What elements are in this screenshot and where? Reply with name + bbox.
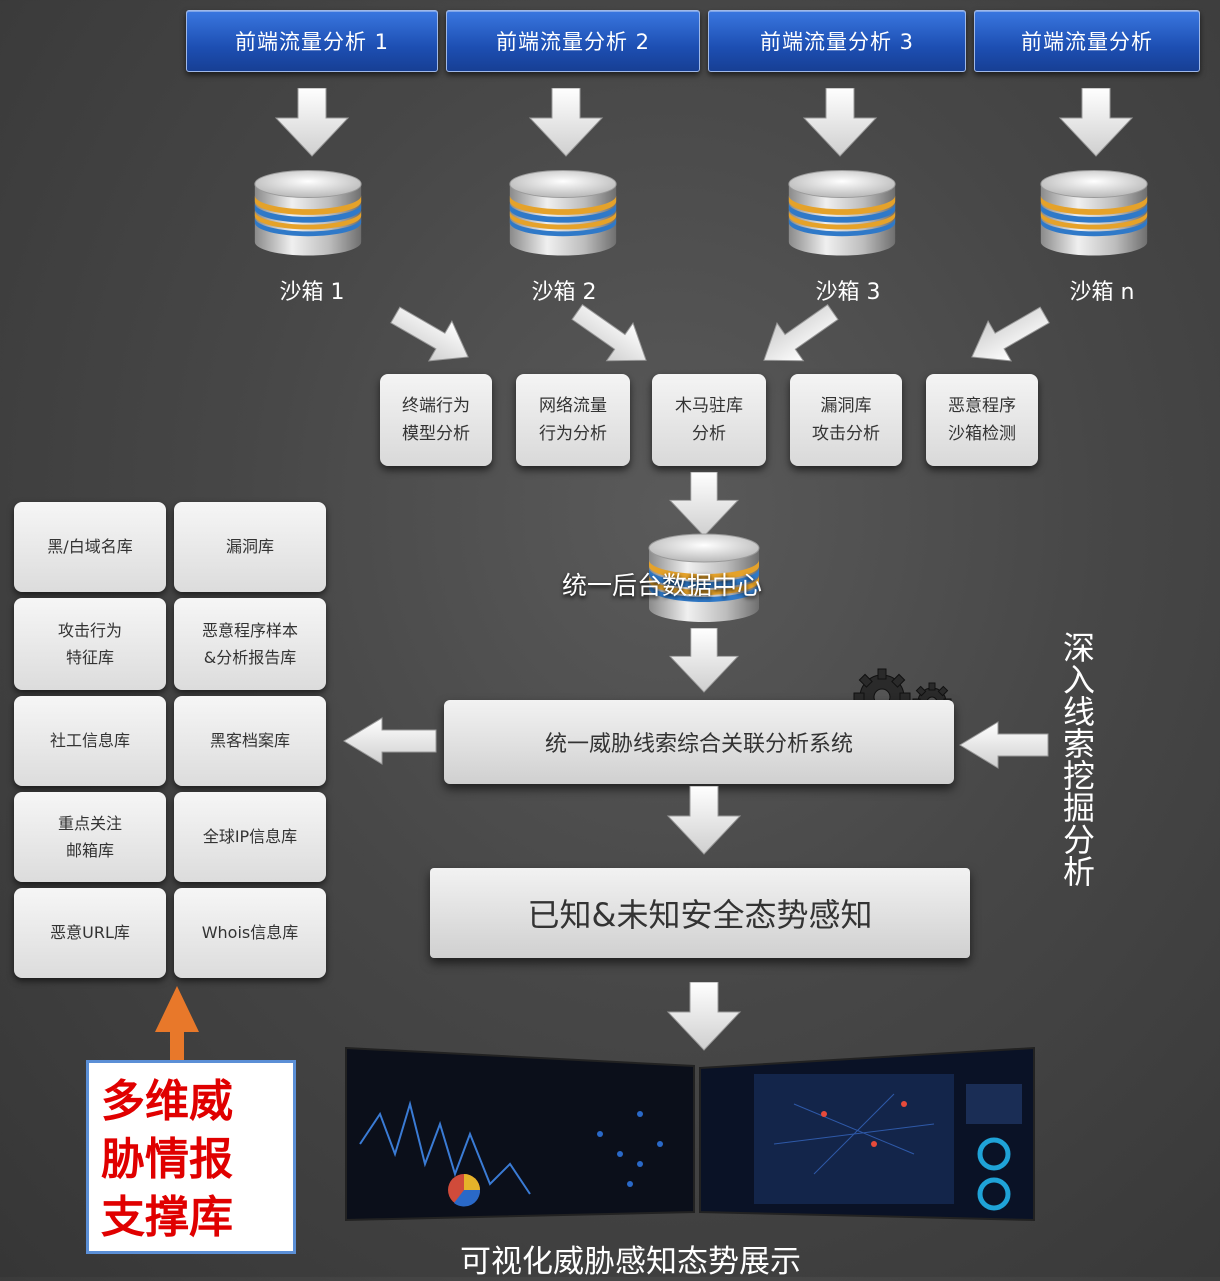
library-social-engineering: 社工信息库 bbox=[14, 696, 166, 786]
situation-awareness-banner: 已知&未知安全态势感知 bbox=[430, 868, 970, 958]
dashboard-screen-right bbox=[699, 1046, 1035, 1222]
deep-mining-label: 深入线索挖掘分析 bbox=[1058, 631, 1096, 887]
frontend-analysis-2: 前端流量分析 2 bbox=[446, 10, 700, 72]
arrow-diagonal-icon bbox=[971, 306, 1050, 362]
sandbox-label-1: 沙箱 1 bbox=[279, 280, 345, 305]
library-vulnerability: 漏洞库 bbox=[174, 502, 326, 592]
arrow-left-icon bbox=[959, 721, 1049, 769]
analysis-network-traffic: 网络流量 行为分析 bbox=[516, 374, 630, 466]
frontend-analysis-3: 前端流量分析 3 bbox=[708, 10, 966, 72]
library-malware-samples: 恶意程序样本 &分析报告库 bbox=[174, 598, 326, 690]
frontend-analysis-1: 前端流量分析 1 bbox=[186, 10, 438, 72]
arrow-left-icon bbox=[343, 717, 437, 765]
arrow-down-icon bbox=[664, 628, 744, 694]
dashboard-screen-left bbox=[345, 1046, 695, 1222]
sandbox-label-n: 沙箱 n bbox=[1069, 280, 1135, 305]
data-center-label: 统一后台数据中心 bbox=[562, 571, 763, 600]
situation-awareness-label: 已知&未知安全态势感知 bbox=[527, 896, 873, 934]
support-library-label: 多维威 胁情报 支撑库 bbox=[86, 1060, 296, 1254]
arrow-down-icon bbox=[1056, 88, 1136, 158]
library-attack-signature: 攻击行为 特征库 bbox=[14, 598, 166, 690]
analysis-vulnerability-attack: 漏洞库 攻击分析 bbox=[790, 374, 902, 466]
database-icon bbox=[505, 163, 621, 263]
analysis-terminal-behavior: 终端行为 模型分析 bbox=[380, 374, 492, 466]
database-icon bbox=[1036, 163, 1152, 263]
arrow-down-icon bbox=[800, 88, 880, 158]
sandbox-label-3: 沙箱 3 bbox=[815, 280, 881, 305]
library-hacker-profiles: 黑客档案库 bbox=[174, 696, 326, 786]
library-whois: Whois信息库 bbox=[174, 888, 326, 978]
analysis-malware-sandbox: 恶意程序 沙箱检测 bbox=[926, 374, 1038, 466]
arrow-down-icon bbox=[664, 786, 744, 856]
arrow-diagonal-icon bbox=[763, 303, 839, 362]
arrow-down-icon bbox=[526, 88, 606, 158]
library-key-mailboxes: 重点关注 邮箱库 bbox=[14, 792, 166, 882]
library-domain-list: 黑/白域名库 bbox=[14, 502, 166, 592]
arrow-diagonal-icon bbox=[390, 306, 469, 362]
database-icon bbox=[250, 163, 366, 263]
arrow-down-icon bbox=[664, 982, 744, 1052]
frontend-analysis-n: 前端流量分析 bbox=[974, 10, 1200, 72]
analysis-trojan: 木马驻库 分析 bbox=[652, 374, 766, 466]
correlation-system-banner: 统一威胁线索综合关联分析系统 bbox=[444, 700, 954, 784]
correlation-system-label: 统一威胁线索综合关联分析系统 bbox=[544, 732, 853, 757]
sandbox-label-2: 沙箱 2 bbox=[531, 280, 597, 305]
visualization-label: 可视化威胁感知态势展示 bbox=[460, 1244, 801, 1280]
arrow-diagonal-icon bbox=[571, 303, 647, 362]
library-global-ip: 全球IP信息库 bbox=[174, 792, 326, 882]
database-icon bbox=[784, 163, 900, 263]
arrow-down-icon bbox=[272, 88, 352, 158]
library-malicious-url: 恶意URL库 bbox=[14, 888, 166, 978]
arrow-up-icon bbox=[155, 986, 199, 1062]
